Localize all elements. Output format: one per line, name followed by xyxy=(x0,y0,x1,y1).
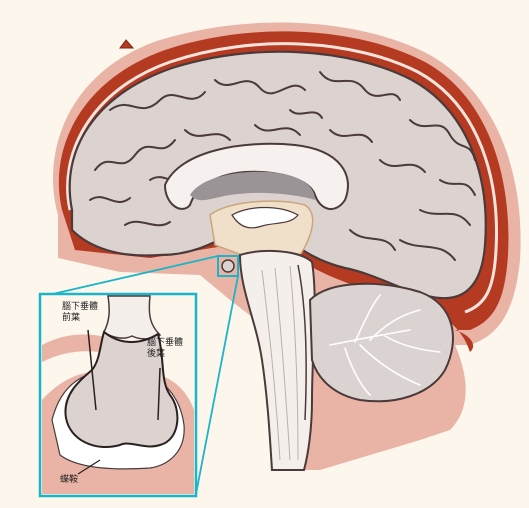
label-anterior-lobe: 腦下垂體 前葉 xyxy=(62,302,98,324)
label-posterior-lobe-line1: 腦下垂體 xyxy=(147,338,183,349)
label-anterior-lobe-line2: 前葉 xyxy=(62,313,98,324)
label-anterior-lobe-line1: 腦下垂體 xyxy=(62,302,98,313)
pituitary-gland xyxy=(222,260,234,272)
label-posterior-lobe-line2: 後葉 xyxy=(147,349,183,360)
label-sella: 蝶鞍 xyxy=(60,475,78,486)
cerebellum xyxy=(310,284,453,401)
label-posterior-lobe: 腦下垂體 後葉 xyxy=(147,338,183,360)
